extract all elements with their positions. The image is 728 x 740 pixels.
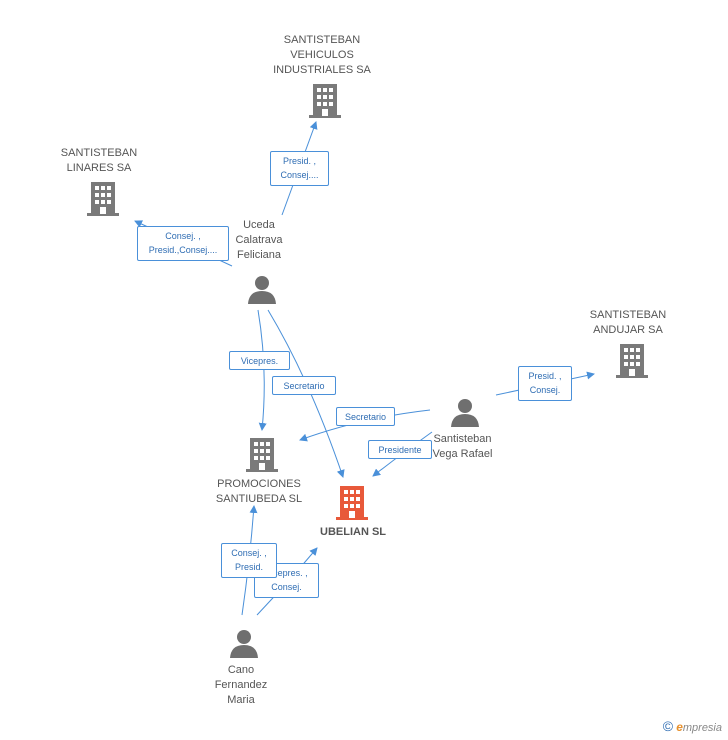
company-label-promociones-santiubeda[interactable]: PROMOCIONES SANTIUBEDA SL xyxy=(215,478,303,505)
relation-label-vega-promociones[interactable]: Secretario xyxy=(336,407,395,426)
building-icon[interactable] xyxy=(616,344,648,383)
company-label-santisteban-linares[interactable]: SANTISTEBAN LINARES SA xyxy=(60,147,138,174)
building-icon[interactable] xyxy=(309,84,341,123)
edge-uceda-promociones xyxy=(257,309,267,431)
relation-label-cano-ubelian[interactable]: Vicepres. , Consej. xyxy=(254,563,319,598)
company-label-santisteban-vehiculos[interactable]: SANTISTEBAN VEHICULOS INDUSTRIALES SA xyxy=(273,34,371,76)
copyright-icon: © xyxy=(662,718,674,734)
company-label-santisteban-andujar[interactable]: SANTISTEBAN ANDUJAR SA xyxy=(589,309,667,336)
brand-logo-text: mpresia xyxy=(682,722,722,734)
relation-label-uceda-vehiculos[interactable]: Presid. , Consej.... xyxy=(270,151,329,186)
relation-label-uceda-linares[interactable]: Consej. , Presid.,Consej.... xyxy=(137,226,229,261)
person-icon[interactable] xyxy=(229,628,259,663)
company-label-ubelian[interactable]: UBELIAN SL xyxy=(320,526,386,538)
relation-label-cano-promociones[interactable]: Consej. , Presid. xyxy=(221,543,277,578)
building-icon[interactable] xyxy=(246,438,278,477)
person-icon[interactable] xyxy=(450,397,480,432)
relation-label-vega-andujar[interactable]: Presid. , Consej. xyxy=(518,366,572,401)
person-label-santisteban-vega[interactable]: Santisteban Vega Rafael xyxy=(432,433,493,460)
person-label-cano[interactable]: Cano Fernandez Maria xyxy=(214,664,268,706)
person-label-uceda[interactable]: Uceda Calatrava Feliciana xyxy=(235,219,283,261)
building-icon[interactable] xyxy=(87,182,119,221)
relation-label-uceda-ubelian[interactable]: Secretario xyxy=(272,376,336,395)
brand-logo-initial: e xyxy=(676,720,683,734)
person-icon[interactable] xyxy=(247,274,277,309)
relation-label-uceda-promociones[interactable]: Vicepres. xyxy=(229,351,290,370)
copyright-notice: © empresia xyxy=(663,718,722,734)
building-icon[interactable] xyxy=(336,486,368,525)
relation-label-vega-ubelian[interactable]: Presidente xyxy=(368,440,432,459)
